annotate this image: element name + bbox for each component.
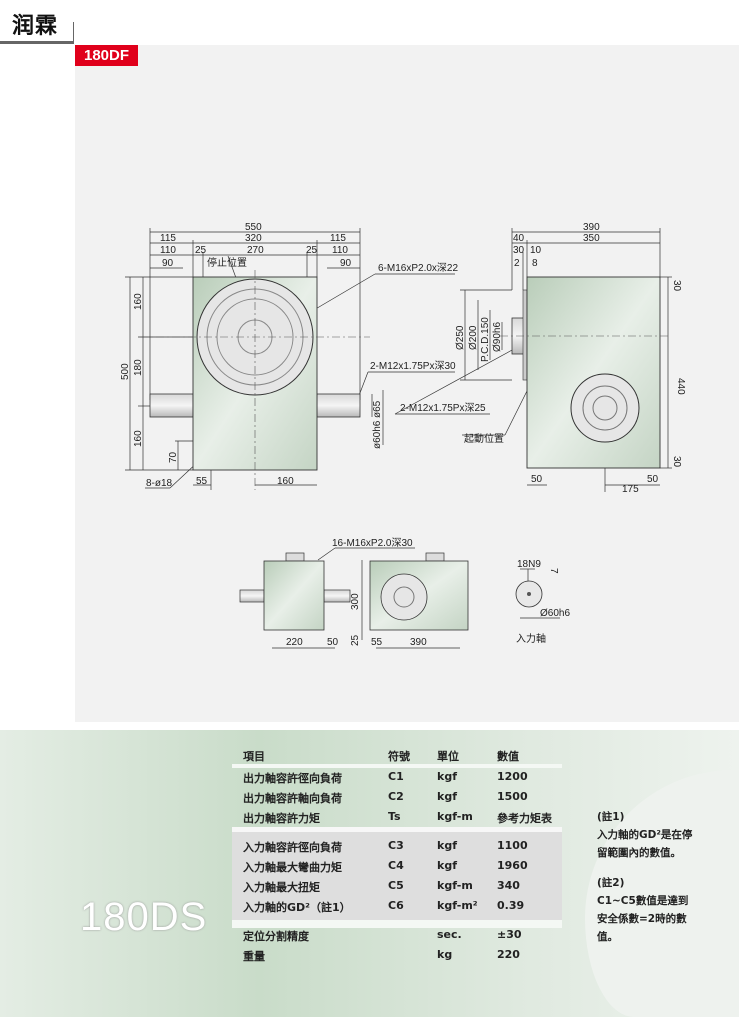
bottom-views: [239, 552, 543, 631]
dim-label: 2: [514, 258, 520, 269]
start-position-label: 起動位置: [464, 432, 504, 445]
dim-label: Ø200: [468, 325, 479, 350]
dim-label: 110: [160, 245, 176, 256]
input-shaft-label: 入力軸: [516, 632, 546, 645]
dim-label: 50: [531, 474, 543, 485]
note-text: 留範圍內的數值。: [597, 847, 681, 859]
dim-label: Ø250: [455, 325, 466, 350]
header-unit: 單位: [437, 750, 459, 763]
dimension-lines: [125, 228, 672, 649]
note-text: 入力軸的GD²是在停: [597, 829, 693, 841]
header-item: 項目: [243, 750, 265, 763]
brand-logo: 润霖: [12, 13, 59, 39]
dim-label: 390: [583, 222, 600, 233]
divider: [232, 827, 562, 832]
dim-label: ø60h6: [372, 420, 383, 449]
side-view: [500, 276, 670, 469]
dim-label: 550: [245, 222, 262, 233]
dim-label: ø65: [372, 400, 383, 418]
stop-position-label: 停止位置: [207, 256, 247, 269]
dim-label: 115: [160, 233, 176, 244]
tap-label: 2-M12x1.75Px深30: [370, 360, 456, 372]
dim-label: Ø90h6: [492, 322, 503, 352]
dim-label: 8-ø18: [146, 478, 173, 489]
dim-label: 30: [671, 456, 682, 468]
dim-label: P.C.D.150: [480, 317, 491, 362]
dim-label: 390: [410, 637, 427, 648]
dim-label: 220: [286, 637, 303, 648]
dim-label: 8: [532, 258, 538, 269]
dim-label: 30: [513, 245, 525, 256]
dim-label: 18N9: [517, 559, 541, 570]
dim-label: 10: [530, 245, 542, 256]
dim-label: 160: [133, 293, 144, 310]
dim-label: 50: [327, 637, 339, 648]
dimension-labels: 550 115 320 115 110 25 270 25 110 90 90 …: [120, 222, 686, 648]
dim-label: 40: [513, 233, 525, 244]
dim-label: 440: [675, 378, 686, 395]
dim-label: 300: [350, 593, 361, 610]
dim-label: 90: [162, 258, 174, 269]
front-view: [140, 270, 370, 490]
dim-label: 70: [168, 451, 179, 463]
dim-label: 55: [371, 637, 383, 648]
dim-label: 350: [583, 233, 600, 244]
header-symbol: 符號: [388, 750, 410, 763]
tap-label: 6-M16xP2.0x深22: [378, 262, 458, 274]
notes: (註1) 入力軸的GD²是在停 留範圍內的數值。 (註2) C1~C5數值是達到…: [597, 808, 717, 946]
dim-label: 90: [340, 258, 352, 269]
dim-label: 25: [195, 245, 207, 256]
spec-table-header: 項目 符號 單位 數值: [0, 748, 560, 768]
model-name: 180DS: [80, 895, 208, 939]
dim-label: 115: [330, 233, 346, 244]
header-divider-vertical: [73, 22, 74, 44]
dim-label: Ø60h6: [540, 608, 570, 619]
dim-label: 160: [277, 476, 294, 487]
dim-label: 500: [120, 363, 131, 380]
dim-label: 7: [548, 568, 559, 574]
note-text: 值。: [597, 931, 618, 943]
note-title: (註1): [597, 811, 625, 823]
divider: [232, 920, 562, 928]
dim-label: 25: [306, 245, 318, 256]
tap-label: 16-M16xP2.0深30: [332, 537, 413, 549]
dim-label: 50: [647, 474, 659, 485]
note-title: (註2): [597, 877, 625, 889]
dim-label: 160: [133, 430, 144, 447]
note-text: 安全係數=2時的數: [597, 913, 687, 925]
dim-label: 320: [245, 233, 262, 244]
dim-label: 270: [247, 245, 264, 256]
input-shaft-band: [232, 832, 562, 920]
note-text: C1~C5數值是達到: [597, 895, 689, 907]
header-divider: [0, 41, 74, 44]
dim-label: 180: [133, 359, 144, 376]
technical-drawing: 550 115 320 115 110 25 270 25 110 90 90 …: [120, 222, 686, 649]
dim-label: 30: [671, 280, 682, 292]
dim-label: 55: [196, 476, 208, 487]
dim-label: 110: [332, 245, 348, 256]
tap-label: 2-M12x1.75Px深25: [400, 402, 486, 414]
dim-label: 25: [350, 634, 361, 646]
model-badge: 180DF: [75, 45, 138, 66]
divider: [232, 764, 562, 768]
dim-label: 175: [622, 484, 639, 495]
header-value: 數值: [497, 750, 519, 763]
